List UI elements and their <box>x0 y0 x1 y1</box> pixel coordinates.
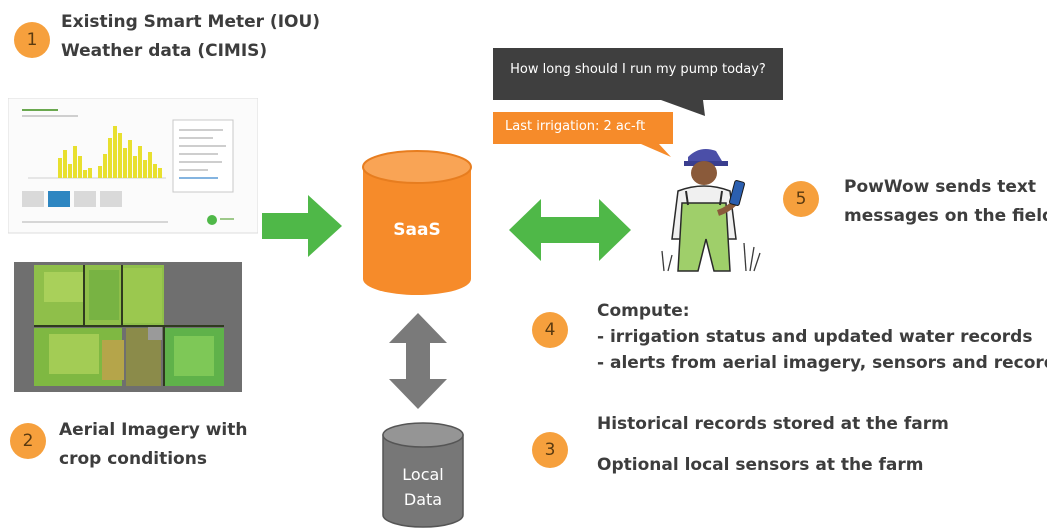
step-5-badge: 5 <box>783 181 819 217</box>
step-4-heading: Compute: <box>597 301 690 321</box>
step-1-badge: 1 <box>14 22 50 58</box>
step-2-line-2: crop conditions <box>59 449 207 469</box>
arrow-right-icon <box>262 195 342 257</box>
saas-cylinder-icon <box>362 150 472 295</box>
step-1-line-2: Weather data (CIMIS) <box>61 41 268 61</box>
question-bubble-text: How long should I run my pump today? <box>510 62 766 77</box>
smart-meter-dashboard-image <box>8 98 258 234</box>
step-5-line-1: PowWow sends text <box>844 177 1036 197</box>
step-4-item-2: - alerts from aerial imagery, sensors an… <box>597 353 1047 373</box>
farmer-icon <box>661 149 761 272</box>
step-4-badge: 4 <box>532 312 568 348</box>
local-data-line-2: Data <box>403 490 443 509</box>
step-2-badge: 2 <box>10 423 46 459</box>
answer-bubble-shape <box>493 112 673 157</box>
step-1-line-1: Existing Smart Meter (IOU) <box>61 12 321 32</box>
aerial-imagery-image <box>14 262 242 392</box>
vertical-arrow-icon <box>389 313 447 409</box>
step-5-line-2: messages on the field <box>844 206 1047 226</box>
step-4-item-1: - irrigation status and updated water re… <box>597 327 1033 347</box>
local-data-cylinder-icon <box>382 422 464 528</box>
step-2-line-1: Aerial Imagery with <box>59 420 248 440</box>
bidirectional-arrow-icon <box>509 199 631 261</box>
local-data-line-1: Local <box>402 465 444 484</box>
saas-label: SaaS <box>393 220 441 240</box>
question-bubble-shape <box>493 48 783 116</box>
answer-bubble-text: Last irrigation: 2 ac-ft <box>505 119 646 134</box>
step-3-badge: 3 <box>532 432 568 468</box>
step-3-line-2: Optional local sensors at the farm <box>597 455 924 475</box>
step-3-line-1: Historical records stored at the farm <box>597 414 949 434</box>
